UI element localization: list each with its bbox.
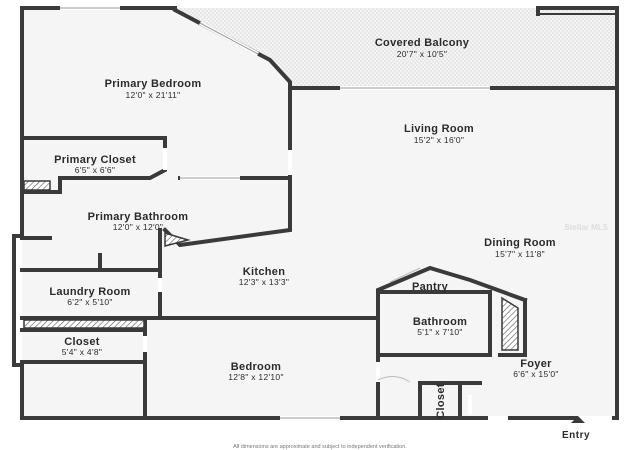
entry-label: Entry [562, 430, 590, 441]
balcony-surface [175, 8, 618, 88]
room-name: Closet [435, 383, 447, 418]
room-name: Covered Balcony [375, 37, 470, 49]
room-dimensions: 12'8" x 12'10" [228, 372, 284, 382]
room-labels: Covered Balcony 20'7" x 10'5" Primary Be… [49, 37, 558, 419]
floor-fills [22, 8, 618, 418]
room-name: Foyer [520, 358, 552, 370]
room-name: Primary Closet [54, 154, 136, 166]
room-foyer: Foyer 6'6" x 15'0" [513, 358, 559, 379]
room-name: Laundry Room [49, 286, 130, 298]
room-laundry-room: Laundry Room 6'2" x 5'10" [49, 286, 130, 307]
room-dimensions: 12'0" x 12'0" [113, 222, 164, 232]
room-name: Primary Bedroom [105, 78, 202, 90]
windows [60, 6, 612, 420]
room-name: Bedroom [231, 361, 281, 373]
room-closet-foyer: Closet [435, 383, 447, 418]
room-primary-bedroom: Primary Bedroom 12'0" x 21'11" [105, 78, 202, 100]
watermark: Stellar MLS [564, 223, 608, 232]
room-dimensions: 15'2" x 16'0" [414, 135, 465, 145]
room-name: Closet [64, 336, 99, 348]
room-dimensions: 6'2" x 5'10" [67, 297, 113, 307]
room-dining-room: Dining Room 15'7" x 11'8" [484, 237, 556, 259]
room-name: Living Room [404, 123, 474, 135]
room-bathroom: Bathroom 5'1" x 7'10" [413, 316, 467, 337]
room-name: Bathroom [413, 316, 467, 328]
disclaimer-note: All dimensions are approximate and subje… [233, 444, 407, 450]
room-dimensions: 15'7" x 11'8" [495, 249, 545, 259]
room-bedroom: Bedroom 12'8" x 12'10" [228, 361, 284, 382]
room-primary-closet: Primary Closet 6'5" x 6'6" [54, 154, 136, 175]
room-name: Kitchen [243, 266, 285, 278]
room-dimensions: 20'7" x 10'5" [397, 49, 448, 59]
door-swings [377, 267, 421, 383]
room-dimensions: 12'3" x 13'3" [239, 277, 290, 287]
room-name: Primary Bathroom [88, 211, 189, 223]
hatched-areas [23, 180, 519, 351]
room-dimensions: 5'4" x 4'8" [62, 347, 102, 357]
room-covered-balcony: Covered Balcony 20'7" x 10'5" [375, 37, 470, 59]
entry-arrow-icon [571, 416, 585, 423]
room-dimensions: 5'1" x 7'10" [417, 327, 463, 337]
room-pantry: Pantry [412, 281, 449, 293]
room-name: Dining Room [484, 237, 556, 249]
room-dimensions: 6'5" x 6'6" [75, 165, 115, 175]
room-dimensions: 6'6" x 15'0" [513, 369, 559, 379]
room-living-room: Living Room 15'2" x 16'0" [404, 123, 474, 145]
room-name: Pantry [412, 281, 449, 293]
room-closet-left: Closet 5'4" x 4'8" [62, 336, 102, 357]
room-primary-bathroom: Primary Bathroom 12'0" x 12'0" [88, 211, 189, 232]
room-kitchen: Kitchen 12'3" x 13'3" [239, 266, 290, 287]
room-dimensions: 12'0" x 21'11" [126, 90, 181, 100]
